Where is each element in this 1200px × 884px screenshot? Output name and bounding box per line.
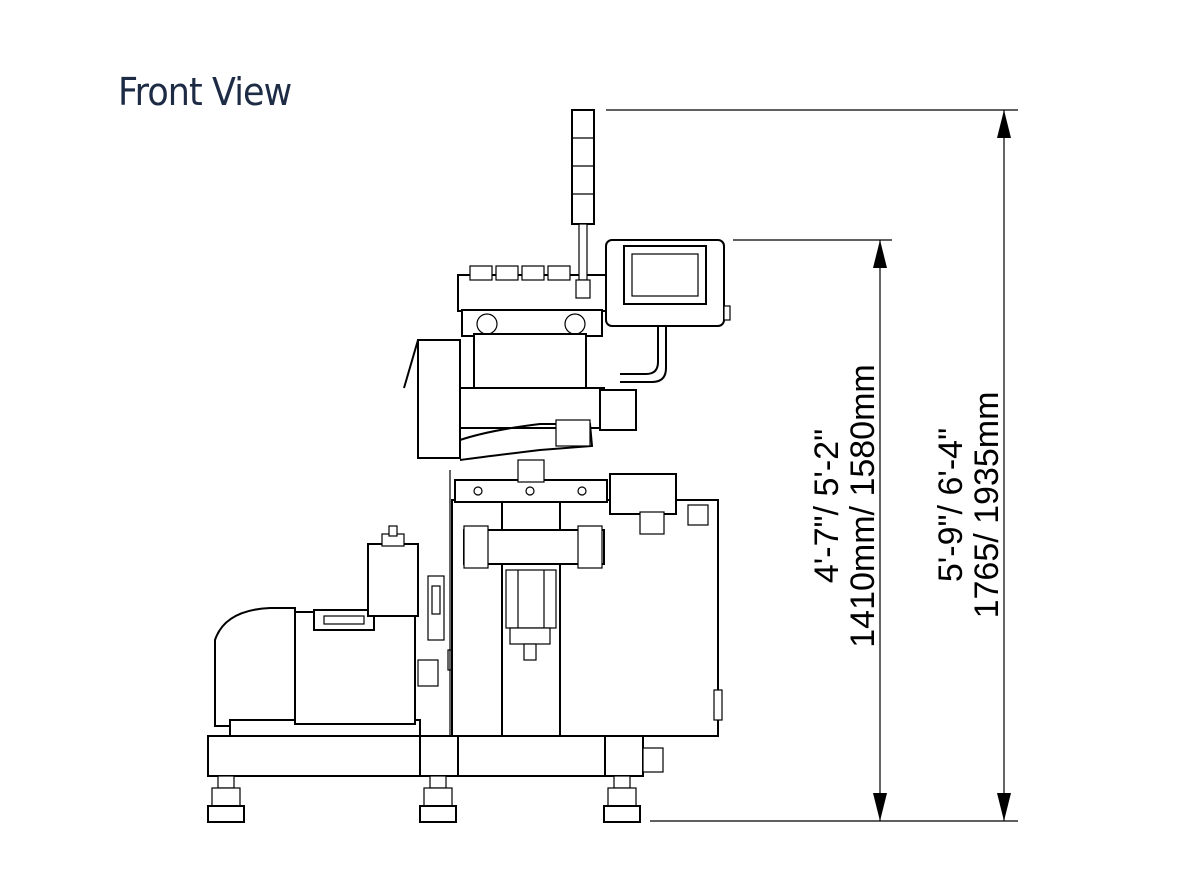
leveling-feet: [207, 775, 641, 823]
inner-height-imperial: 4'-7"/ 5'-2": [808, 429, 846, 583]
dimension-lines: [606, 109, 1018, 822]
press-head: [454, 459, 677, 661]
hmi-panel: [605, 239, 731, 383]
inner-height-label: 4'-7"/ 5'-2" 1410mm/ 1580mm: [808, 364, 882, 647]
upper-assembly: [403, 265, 637, 461]
machine-base: [207, 735, 664, 777]
outer-height-imperial: 5'-9"/ 6'-4": [932, 428, 970, 582]
view-title: Front View: [118, 70, 292, 114]
outer-height-label: 5'-9"/ 6'-4" 1765/ 1935mm: [932, 392, 1006, 619]
outer-height-metric: 1765/ 1935mm: [968, 392, 1006, 619]
inner-height-metric: 1410mm/ 1580mm: [844, 364, 882, 647]
signal-tower: [571, 109, 595, 299]
left-enclosure: [214, 525, 421, 737]
